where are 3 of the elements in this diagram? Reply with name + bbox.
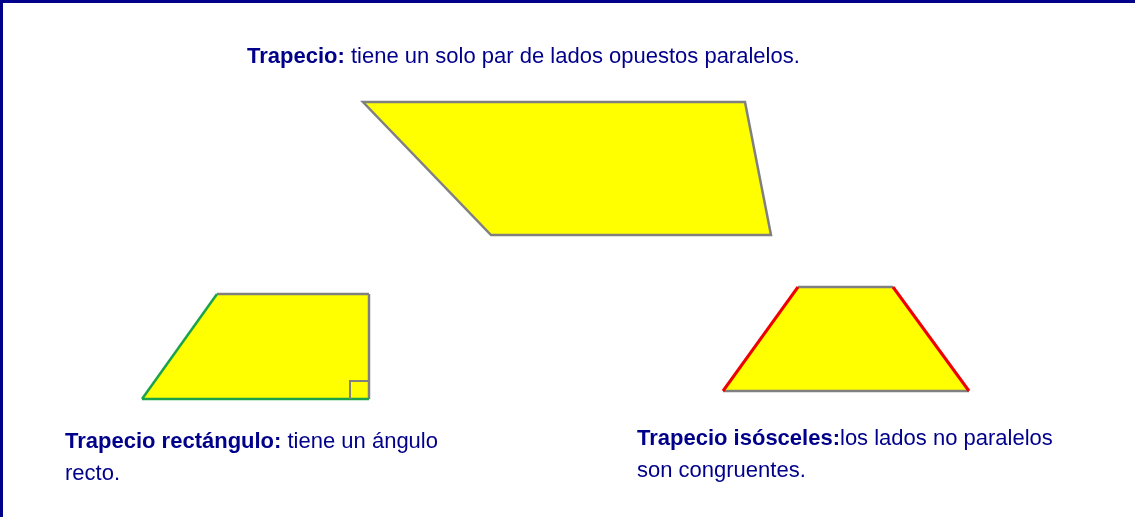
definition-text: Trapecio: tiene un solo par de lados opuestos paralelos. — [247, 42, 800, 70]
definition-text: Trapecio isósceles:los lados no paralelos son congruentes. — [637, 424, 1054, 484]
definition-text: Trapecio rectángulo: tiene un ángulo recto. — [65, 427, 439, 487]
